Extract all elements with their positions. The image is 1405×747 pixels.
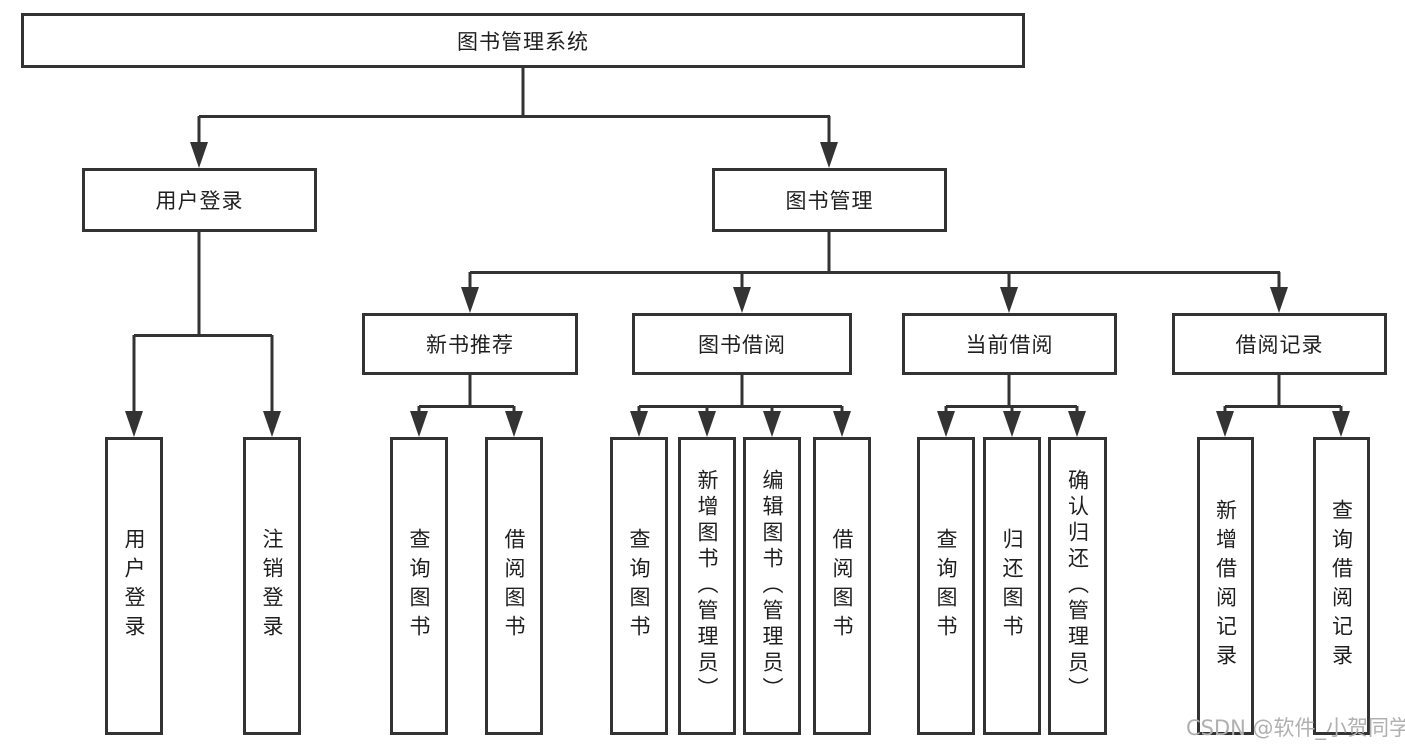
leaf-query-borrow-record: 查询借阅记录	[1313, 437, 1370, 735]
node-book-management: 图书管理	[712, 168, 947, 232]
leaf-query-book-current: 查询图书	[917, 437, 975, 735]
connector-current-borrow-to-leaves	[937, 374, 1086, 437]
leaf-add-borrow-record: 新增借阅记录	[1197, 437, 1254, 735]
leaf-borrow-book-recommend: 借阅图书	[485, 437, 543, 735]
leaf-logout: 注销登录	[243, 437, 301, 735]
connector-book-management-to-level3	[461, 231, 1288, 313]
csdn-watermark: CSDN @软件_小贺同学	[1186, 716, 1405, 740]
connector-book-borrow-to-leaves	[630, 374, 851, 437]
connector-borrow-records-to-leaves	[1216, 374, 1350, 437]
leaf-add-book-admin: 新增图书（管理员）	[678, 437, 736, 735]
node-book-borrow: 图书借阅	[632, 313, 852, 375]
leaf-return-book: 归还图书	[983, 437, 1041, 735]
node-new-book-recommend: 新书推荐	[362, 313, 578, 375]
leaf-query-book-borrow: 查询图书	[610, 437, 668, 735]
connector-new-book-recommend-to-leaves	[410, 374, 523, 437]
leaf-confirm-return-admin: 确认归还（管理员）	[1048, 437, 1107, 735]
leaf-query-book-recommend: 查询图书	[390, 437, 448, 735]
node-borrow-records: 借阅记录	[1172, 313, 1387, 375]
leaf-borrow-book: 借阅图书	[813, 437, 871, 735]
node-user-login: 用户登录	[82, 168, 317, 232]
leaf-edit-book-admin: 编辑图书（管理员）	[743, 437, 801, 735]
node-current-borrow: 当前借阅	[902, 313, 1117, 375]
connector-root-to-level2	[190, 68, 838, 168]
node-library-management-system: 图书管理系统	[21, 13, 1025, 68]
connector-user-login-to-leaves	[125, 231, 281, 437]
leaf-user-login: 用户登录	[105, 437, 163, 735]
